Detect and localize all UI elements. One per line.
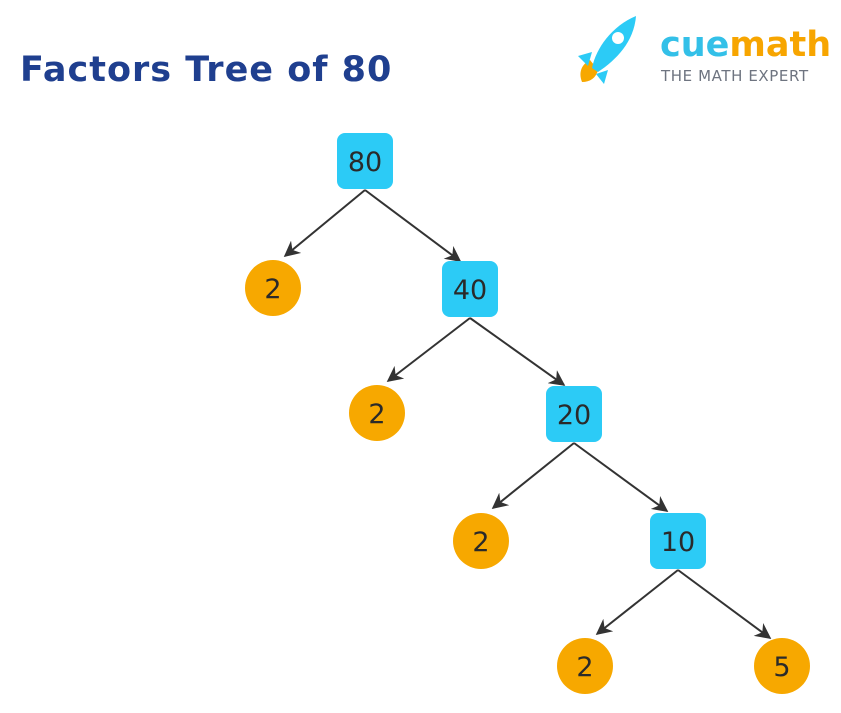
prime-node-2-level4: 2 (557, 638, 613, 694)
edge-10-to-2 (595, 569, 679, 635)
page-title: Factors Tree of 80 (20, 50, 393, 90)
brand-name-cue: cue (660, 25, 730, 65)
node-label: 20 (557, 400, 591, 431)
edge-80-to-2 (283, 189, 366, 258)
prime-node-5: 5 (754, 638, 810, 694)
brand-name-math: math (729, 25, 832, 65)
prime-node-2-level3: 2 (453, 513, 509, 569)
cuemath-logo: cuemath THE MATH EXPERT (568, 12, 833, 92)
rocket-icon (578, 16, 636, 84)
brand-tagline: THE MATH EXPERT (661, 67, 809, 85)
node-label: 2 (264, 274, 281, 305)
edge-10-to-5 (677, 569, 772, 639)
edge-20-to-10 (573, 442, 669, 512)
node-label: 2 (368, 399, 385, 430)
composite-node-40: 40 (442, 261, 498, 317)
node-label: 2 (576, 652, 593, 683)
composite-node-20: 20 (546, 386, 602, 442)
composite-node-80: 80 (337, 133, 393, 189)
node-label: 10 (661, 527, 695, 558)
edge-80-to-40 (364, 189, 462, 262)
edge-40-to-20 (469, 317, 566, 386)
edge-40-to-2 (386, 317, 471, 382)
prime-node-2-level2: 2 (349, 385, 405, 441)
tree-edges (283, 189, 772, 639)
brand-name: cuemath (660, 28, 831, 63)
edge-20-to-2 (491, 442, 575, 510)
prime-node-2-level1: 2 (245, 260, 301, 316)
node-label: 5 (773, 652, 790, 683)
node-label: 2 (472, 527, 489, 558)
node-label: 40 (453, 275, 487, 306)
node-label: 80 (348, 147, 382, 178)
composite-node-10: 10 (650, 513, 706, 569)
